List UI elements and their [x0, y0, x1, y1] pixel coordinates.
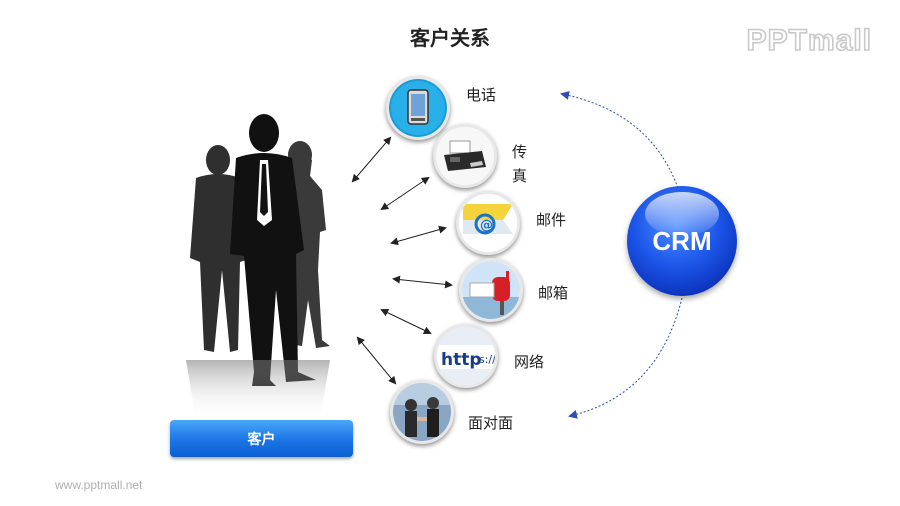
mailbox-icon [459, 258, 523, 322]
svg-text:s://: s:// [479, 353, 495, 366]
phone-icon [386, 76, 450, 140]
footer-url: www.pptmall.net [55, 478, 143, 492]
connection-arrows [351, 136, 453, 385]
channel-label-phone: 电话 [466, 86, 497, 104]
people-silhouette-icon [186, 114, 330, 420]
channel-label-fax: 传 真 [512, 143, 528, 185]
fax-icon [433, 124, 497, 188]
svg-text:@: @ [480, 218, 493, 233]
email-icon: @ [456, 191, 520, 255]
channel-label-face-to-face: 面对面 [468, 414, 514, 432]
svg-text:http: http [441, 350, 482, 370]
crm-label: CRM [652, 225, 712, 256]
channel-label-email: 邮件 [536, 211, 567, 229]
crm-node: CRM [627, 186, 737, 296]
meeting-icon [390, 380, 454, 444]
channel-label-mailbox: 邮箱 [538, 284, 569, 302]
client-button[interactable]: 客户 [170, 420, 353, 457]
logo: PPTmall [746, 23, 872, 58]
crm-arcs [560, 90, 683, 419]
channel-label-web: 网络 [514, 353, 545, 371]
page-title: 客户关系 [410, 26, 490, 50]
web-icon: http s:// [434, 324, 498, 388]
